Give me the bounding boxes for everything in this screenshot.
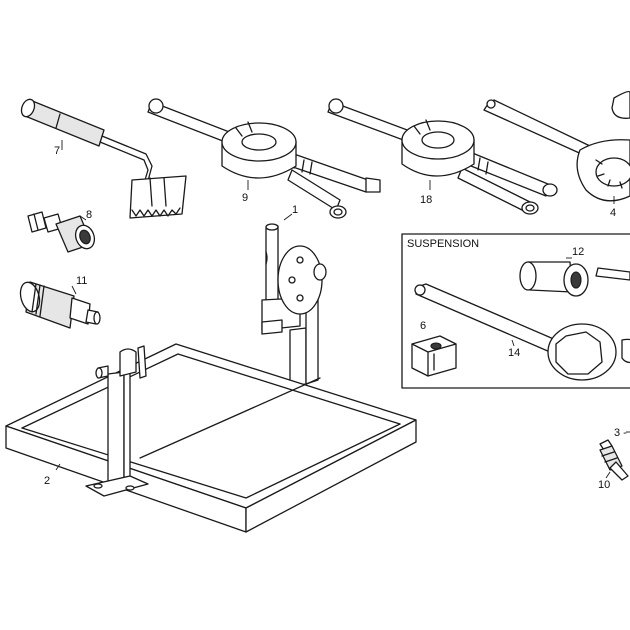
part-4-pin-wrench xyxy=(483,90,630,202)
part-6-block xyxy=(411,335,457,377)
part-12-socket xyxy=(519,261,589,297)
suspension-inset-frame xyxy=(401,233,630,389)
callout-10: 10 xyxy=(598,479,610,491)
leader-10 xyxy=(605,471,611,479)
part-14-suspension-wrench xyxy=(414,283,630,381)
part-2-tray-stand xyxy=(5,343,417,533)
callout-3: 3 - xyxy=(614,427,627,439)
part-8-adapter-fitting xyxy=(27,211,96,253)
part-9-holder-tool xyxy=(147,98,381,219)
part-1-stand-clamp xyxy=(261,223,327,387)
callout-1: 1 xyxy=(292,204,298,216)
part-10-valve-tool xyxy=(599,439,629,481)
callout-11: 11 xyxy=(76,275,87,287)
callout-12: 12 xyxy=(572,246,584,258)
leader-2 xyxy=(55,463,61,471)
part-11-puller xyxy=(19,281,101,329)
leader-8 xyxy=(79,215,87,221)
callout-9: 9 xyxy=(242,192,248,204)
callout-7: 7 xyxy=(54,145,60,157)
part-7-scraper-tool xyxy=(20,98,187,219)
part-suspension-bar xyxy=(595,267,630,281)
suspension-inset-title: SUSPENSION xyxy=(407,238,479,250)
part-18-holder-tool xyxy=(327,98,558,215)
leader-1 xyxy=(283,213,293,221)
leader-11 xyxy=(71,285,77,295)
leader-14 xyxy=(511,339,515,347)
callout-4: 4 xyxy=(610,207,616,219)
callout-8: 8 xyxy=(86,209,92,221)
callout-18: 18 xyxy=(420,194,432,206)
callout-14: 14 xyxy=(508,347,520,359)
callout-6: 6 xyxy=(420,320,426,332)
callout-2: 2 xyxy=(44,475,50,487)
